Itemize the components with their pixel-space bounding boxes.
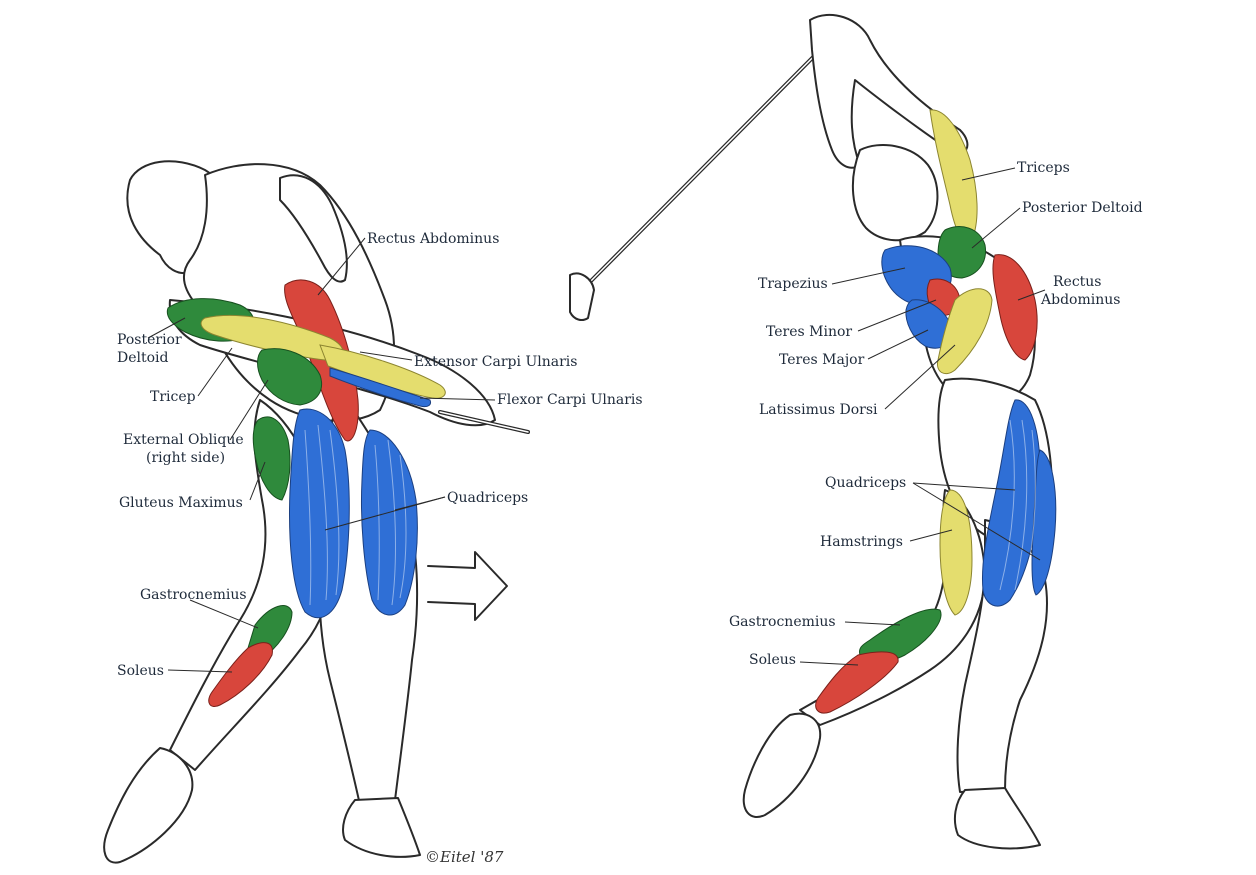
- label-flexor-carpi-ulnaris: Flexor Carpi Ulnaris: [497, 392, 643, 408]
- right-hamstrings-muscle: [939, 489, 973, 616]
- label-tricep: Tricep: [150, 389, 196, 405]
- label-external-oblique-line2: (right side): [146, 450, 225, 466]
- right-teres-major-muscle: [905, 299, 953, 349]
- label-teres-major: Teres Major: [779, 352, 865, 368]
- label-gluteus-maximus: Gluteus Maximus: [119, 495, 243, 511]
- right-soleus-muscle: [815, 651, 899, 714]
- right-trail-shoe: [953, 787, 1041, 850]
- right-club-head: [569, 272, 595, 321]
- label-rectus-abdominus: Rectus Abdominus: [367, 231, 499, 247]
- label-rectus-abdominus-right-line2: Abdominus: [1040, 292, 1120, 308]
- left-labels: Rectus Abdominus Posterior Deltoid Exten…: [117, 231, 643, 679]
- label-gastrocnemius-left: Gastrocnemius: [140, 587, 247, 603]
- left-gluteus-maximus-muscle: [252, 416, 291, 501]
- left-soleus-muscle: [208, 642, 273, 707]
- label-latissimus-dorsi: Latissimus Dorsi: [759, 402, 878, 418]
- leader-lines: [147, 167, 1046, 673]
- label-external-oblique-line1: External Oblique: [123, 432, 244, 448]
- right-labels: Triceps Posterior Deltoid Trapezius Rect…: [729, 160, 1143, 668]
- label-quadriceps-left: Quadriceps: [447, 490, 528, 506]
- left-trail-shoe: [103, 747, 194, 864]
- label-teres-minor: Teres Minor: [766, 324, 852, 340]
- label-posterior-deltoid-line1: Posterior: [117, 332, 182, 348]
- left-quadriceps-lead-muscle: [360, 429, 418, 616]
- label-soleus-right: Soleus: [749, 652, 796, 668]
- label-triceps: Triceps: [1017, 160, 1070, 176]
- left-upper-arm: [279, 174, 348, 283]
- right-arms: [809, 13, 969, 169]
- label-gastrocnemius-right: Gastrocnemius: [729, 614, 836, 630]
- right-latissimus-dorsi-muscle: [936, 288, 993, 375]
- left-tricep-muscle: [200, 315, 343, 361]
- right-head: [851, 144, 939, 242]
- left-golfer-figure: [103, 160, 530, 864]
- left-quadriceps-trail-muscle: [289, 408, 350, 619]
- right-lead-shoe: [742, 712, 822, 818]
- left-lead-shoe: [342, 797, 421, 858]
- left-external-oblique-muscle: [257, 348, 323, 406]
- label-soleus-left: Soleus: [117, 663, 164, 679]
- label-posterior-deltoid-line2: Deltoid: [117, 350, 169, 366]
- label-quadriceps-right: Quadriceps: [825, 475, 906, 491]
- label-hamstrings: Hamstrings: [820, 534, 903, 550]
- artist-signature: ©Eitel '87: [425, 848, 504, 866]
- right-gastrocnemius-muscle: [859, 608, 942, 663]
- left-forearm-flexor-muscle: [329, 367, 431, 408]
- left-motion-arrow: [427, 551, 508, 621]
- label-extensor-carpi-ulnaris: Extensor Carpi Ulnaris: [414, 354, 577, 370]
- right-golfer-figure: [569, 13, 1057, 850]
- right-posterior-deltoid-muscle: [937, 226, 987, 279]
- right-triceps-muscle: [929, 109, 978, 242]
- label-posterior-deltoid-right: Posterior Deltoid: [1022, 200, 1143, 216]
- label-rectus-abdominus-right-line1: Rectus: [1053, 274, 1102, 290]
- label-trapezius: Trapezius: [758, 276, 828, 292]
- right-rectus-abdominus-muscle: [992, 254, 1038, 361]
